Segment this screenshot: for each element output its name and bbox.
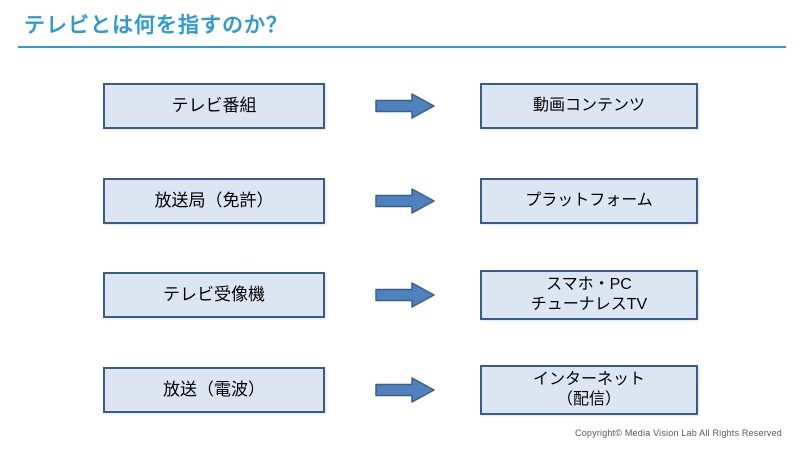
source-label: テレビ番組 [171,96,257,116]
source-box: テレビ番組 [103,83,325,129]
copyright-text: Copyright© Media Vision Lab All Rights R… [575,428,782,438]
source-box: 放送局（免許） [103,178,325,224]
mapping-row: 放送局（免許） プラットフォーム [0,173,800,229]
target-label: スマホ・PC チューナレスTV [530,276,648,313]
source-box: 放送（電波） [103,367,325,413]
mapping-row: テレビ番組 動画コンテンツ [0,78,800,134]
source-label: テレビ受像機 [163,285,265,305]
target-label: インターネット （配信） [532,371,645,408]
right-arrow-icon [375,93,435,119]
right-arrow-icon [375,188,435,214]
target-label: プラットフォーム [525,192,653,209]
source-box: テレビ受像機 [103,272,325,318]
mapping-row: 放送（電波） インターネット （配信） [0,362,800,418]
source-label: 放送（電波） [163,380,265,400]
target-box: プラットフォーム [480,178,698,224]
page-title: テレビとは何を指すのか？ [24,14,288,37]
source-label: 放送局（免許） [154,191,274,211]
right-arrow-icon [375,282,435,308]
target-box: 動画コンテンツ [480,83,698,129]
mapping-row: テレビ受像機 スマホ・PC チューナレスTV [0,267,800,323]
target-box: インターネット （配信） [480,365,698,415]
target-box: スマホ・PC チューナレスTV [480,270,698,320]
title-underline [18,46,786,48]
right-arrow-icon [375,377,435,403]
target-label: 動画コンテンツ [532,97,645,114]
